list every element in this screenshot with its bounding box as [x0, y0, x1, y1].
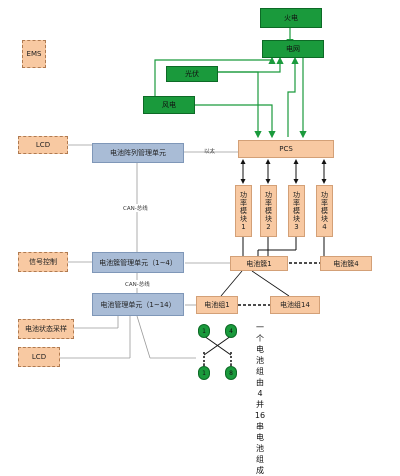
- group-1-label: 电池组1: [204, 301, 230, 309]
- lcd-top-node: LCD: [18, 136, 68, 154]
- power-module-4-number: 4: [320, 222, 329, 232]
- pcs-node: PCS: [238, 140, 334, 158]
- lcd-top-label: LCD: [35, 141, 51, 149]
- thermal-power-label: 火电: [284, 14, 298, 22]
- signal-control-node: 信号控制: [18, 252, 68, 272]
- array-mgmt-label: 电池阵列管理单元: [110, 149, 166, 157]
- cluster-1-label: 电池簇1: [246, 259, 272, 268]
- desc-char: 池: [256, 444, 264, 453]
- connection-lines: [60, 28, 327, 366]
- ems-label: EMS: [26, 50, 42, 58]
- battery-sampling-node: 电池状态采样: [18, 319, 74, 339]
- group-14-label: 电池组14: [280, 301, 310, 309]
- cluster-1-node: 电池簇1: [230, 256, 288, 271]
- power-module-2-label: 功率模块: [264, 190, 273, 223]
- desc-char: 16: [254, 411, 266, 420]
- thermal-power-node: 火电: [260, 8, 322, 28]
- power-module-2-number: 2: [264, 222, 273, 232]
- desc-char: 个: [256, 334, 264, 343]
- battery-cell-bottom-8: 8: [225, 366, 237, 380]
- power-module-3-label: 功率模块: [292, 190, 301, 223]
- power-module-1-number: 1: [239, 222, 248, 232]
- desc-char: 池: [256, 356, 264, 365]
- lcd-bottom-node: LCD: [18, 347, 60, 367]
- wind-node: 风电: [143, 96, 195, 114]
- solar-label: 光伏: [185, 70, 199, 78]
- desc-char: 串: [256, 422, 264, 431]
- power-module-1-label: 功率模块: [239, 190, 248, 223]
- battery-mgmt-node: 电池管理单元（1~14）: [92, 293, 184, 316]
- lcd-bottom-label: LCD: [31, 353, 47, 361]
- battery-cell-bottom-1: 1: [198, 366, 210, 380]
- desc-char: 组: [256, 367, 264, 376]
- grid-label: 电网: [286, 45, 300, 53]
- cluster-4-label: 电池簇4: [333, 259, 359, 268]
- desc-char: 成: [256, 466, 264, 475]
- ethernet-label: 以太: [204, 149, 216, 155]
- desc-char: 电: [256, 345, 264, 354]
- desc-char: 由: [256, 378, 264, 387]
- can-bus-label-1: CAN-总线: [123, 204, 148, 212]
- grid-node: 电网: [262, 40, 324, 58]
- wind-label: 风电: [162, 101, 176, 109]
- solar-node: 光伏: [166, 66, 218, 82]
- desc-char: 电: [256, 433, 264, 442]
- group-1-node: 电池组1: [196, 296, 238, 314]
- battery-group-description: 一 个 电 池 组 由 4 并 16 串 电 池 组 成: [254, 322, 266, 476]
- battery-mgmt-label: 电池管理单元（1~14）: [100, 300, 176, 309]
- battery-cell-1: 1: [198, 324, 210, 338]
- battery-sampling-label: 电池状态采样: [25, 325, 67, 333]
- ems-node: EMS: [22, 40, 46, 68]
- cluster-mgmt-label: 电池簇管理单元（1~4）: [99, 258, 177, 267]
- desc-char: 并: [256, 400, 264, 409]
- power-module-4-label: 功率模块: [320, 190, 329, 223]
- desc-char: 一: [256, 323, 264, 332]
- desc-char: 4: [257, 389, 263, 398]
- desc-char: 组: [256, 455, 264, 464]
- power-module-3-number: 3: [292, 222, 301, 232]
- pcs-label: PCS: [279, 145, 293, 153]
- signal-control-label: 信号控制: [29, 258, 57, 266]
- cluster-mgmt-node: 电池簇管理单元（1~4）: [92, 252, 184, 273]
- group-14-node: 电池组14: [270, 296, 320, 314]
- battery-cell-4: 4: [225, 324, 237, 338]
- array-mgmt-node: 电池阵列管理单元: [92, 143, 184, 163]
- cluster-4-node: 电池簇4: [320, 256, 372, 271]
- can-bus-label-2: CAN-总线: [125, 280, 150, 288]
